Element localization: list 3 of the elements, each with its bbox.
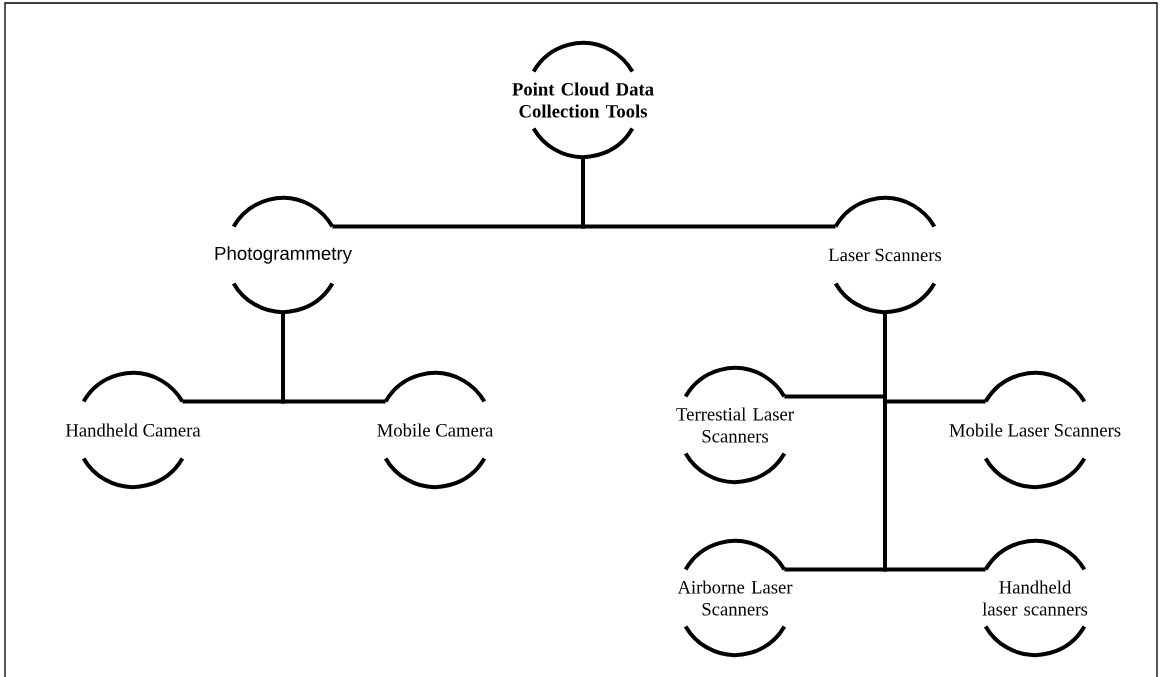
connector-line [883,312,986,572]
connector-line [281,312,386,404]
connector-line [581,157,836,229]
